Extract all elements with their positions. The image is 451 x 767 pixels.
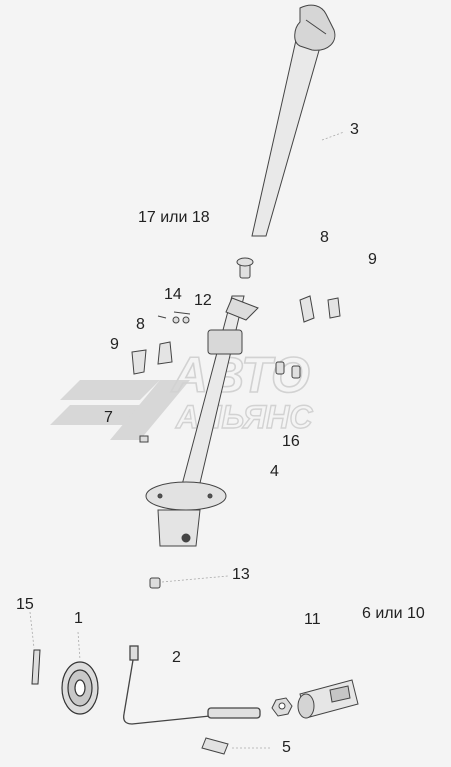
callout-8-right: 8 — [320, 229, 329, 246]
leader-1 — [77, 631, 81, 661]
callout-3: 3 — [350, 121, 359, 138]
part-2-cable — [123, 645, 261, 725]
callout-9-left: 9 — [110, 336, 119, 353]
part-small-fasteners — [157, 311, 191, 324]
part-6-10-housing — [297, 679, 359, 719]
callout-15: 15 — [16, 596, 34, 613]
part-9-bracket-right — [299, 295, 341, 323]
part-3-rod — [251, 4, 336, 237]
callout-17-18: 17 или 18 — [138, 209, 210, 226]
callout-11: 11 — [304, 611, 321, 628]
callout-12: 12 — [194, 292, 212, 309]
callout-1: 1 — [74, 610, 83, 627]
part-5-sleeve — [201, 737, 229, 755]
watermark: АВТО АЛЬЯНС — [50, 346, 314, 440]
part-bolt — [236, 257, 254, 279]
part-9-bracket-left — [131, 341, 173, 375]
callout-7: 7 — [104, 409, 113, 426]
callout-2: 2 — [172, 649, 181, 666]
callout-16: 16 — [282, 433, 300, 450]
part-13-clip — [149, 577, 161, 589]
watermark-logo-mark — [50, 380, 190, 440]
callout-14: 14 — [164, 286, 182, 303]
callout-4: 4 — [270, 463, 279, 480]
part-1-pulley — [61, 661, 99, 715]
watermark-line-2: АЛЬЯНС — [175, 399, 313, 435]
callout-6-10: 6 или 10 — [362, 605, 425, 622]
leader-13 — [161, 575, 229, 583]
part-nut — [271, 697, 293, 717]
callout-13: 13 — [232, 566, 250, 583]
watermark-line-1: АВТО — [170, 347, 310, 403]
part-7-pin — [139, 435, 149, 443]
callout-8-left: 8 — [136, 316, 145, 333]
leader-3 — [321, 131, 345, 141]
callout-5: 5 — [282, 739, 291, 756]
leader-15 — [29, 611, 35, 649]
part-4-column — [145, 295, 259, 547]
part-pins-right — [275, 361, 301, 379]
callout-9-right: 9 — [368, 251, 377, 268]
part-15-pin — [31, 649, 41, 685]
